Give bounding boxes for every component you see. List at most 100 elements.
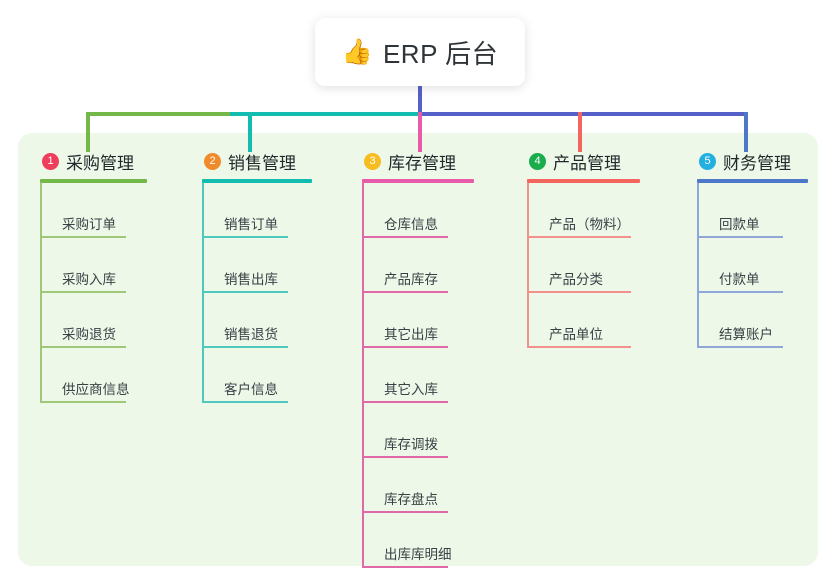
leaf-item-label: 产品库存 [384, 272, 438, 287]
leaf-item[interactable]: 库存调拨 [362, 403, 474, 458]
leaf-item[interactable]: 供应商信息 [40, 348, 147, 403]
leaf-item-underline [202, 346, 288, 348]
branch-column-2: 2 销售管理销售订单销售出库销售退货客户信息 [202, 148, 312, 403]
root-stem-connector [418, 86, 422, 114]
branch-column-1: 1 采购管理采购订单采购入库采购退货供应商信息 [40, 148, 147, 403]
leaf-item-underline [40, 291, 126, 293]
leaf-item-underline [40, 236, 126, 238]
leaf-item[interactable]: 其它出库 [362, 293, 474, 348]
branch-item-list: 产品（物料） 产品分类产品单位 [527, 183, 640, 348]
branch-title: 销售管理 [228, 153, 296, 173]
branch-drop-3 [418, 112, 422, 152]
branch-title: 产品管理 [553, 153, 621, 173]
leaf-item[interactable]: 产品库存 [362, 238, 474, 293]
bus-segment-mid [230, 112, 420, 116]
branch-item-list: 销售订单销售出库销售退货客户信息 [202, 183, 312, 403]
leaf-item-label: 采购入库 [62, 272, 116, 287]
leaf-item-label: 库存盘点 [384, 492, 438, 507]
leaf-item[interactable]: 采购入库 [40, 238, 147, 293]
leaf-item[interactable]: 采购订单 [40, 183, 147, 238]
leaf-item-underline [40, 346, 126, 348]
leaf-item-underline [697, 236, 783, 238]
leaf-item-label: 其它出库 [384, 327, 438, 342]
leaf-item-underline [362, 511, 448, 513]
leaf-item-label: 出库库明细 [384, 547, 452, 562]
leaf-item[interactable]: 回款单 [697, 183, 808, 238]
branch-number-badge: 1 [42, 152, 59, 170]
branch-title: 财务管理 [723, 153, 791, 173]
leaf-item-label: 产品分类 [549, 272, 603, 287]
leaf-item-underline [697, 346, 783, 348]
branch-spine [697, 183, 699, 348]
branch-underline [527, 179, 640, 183]
leaf-item-underline [40, 401, 126, 403]
branch-underline [697, 179, 808, 183]
leaf-item-label: 产品（物料） [549, 217, 630, 232]
branch-title: 采购管理 [66, 153, 134, 173]
leaf-item-label: 供应商信息 [62, 382, 130, 397]
branch-header-4[interactable]: 4 产品管理 [527, 148, 640, 174]
leaf-item-label: 仓库信息 [384, 217, 438, 232]
leaf-item-underline [527, 236, 631, 238]
leaf-item-underline [697, 291, 783, 293]
branch-column-4: 4 产品管理产品（物料） 产品分类产品单位 [527, 148, 640, 348]
leaf-item[interactable]: 销售订单 [202, 183, 312, 238]
branch-header-5[interactable]: 5 财务管理 [697, 148, 808, 174]
thumbs-up-icon: 👍 [341, 37, 373, 66]
leaf-item[interactable]: 产品单位 [527, 293, 640, 348]
branch-number-badge: 3 [364, 152, 381, 170]
leaf-item-underline [202, 236, 288, 238]
branch-drop-2 [248, 112, 252, 152]
branch-item-list: 回款单付款单结算账户 [697, 183, 808, 348]
leaf-item[interactable]: 库存盘点 [362, 458, 474, 513]
bus-segment-right [418, 112, 748, 116]
branch-number-badge: 4 [529, 152, 546, 170]
leaf-item[interactable]: 结算账户 [697, 293, 808, 348]
leaf-item-label: 其它入库 [384, 382, 438, 397]
branch-number-badge: 5 [699, 152, 716, 170]
leaf-item-label: 采购订单 [62, 217, 116, 232]
leaf-item-underline [202, 401, 288, 403]
leaf-item[interactable]: 出库库明细 [362, 513, 474, 568]
leaf-item[interactable]: 采购退货 [40, 293, 147, 348]
branch-spine [202, 183, 204, 403]
leaf-item-underline [362, 346, 448, 348]
leaf-item-underline [202, 291, 288, 293]
leaf-item[interactable]: 付款单 [697, 238, 808, 293]
leaf-item[interactable]: 仓库信息 [362, 183, 474, 238]
leaf-item-label: 销售退货 [224, 327, 278, 342]
leaf-item-label: 销售出库 [224, 272, 278, 287]
leaf-item-label: 结算账户 [719, 327, 773, 342]
leaf-item-underline [362, 236, 448, 238]
branch-drop-5 [744, 112, 748, 152]
leaf-item-label: 销售订单 [224, 217, 278, 232]
leaf-item-underline [527, 291, 631, 293]
leaf-item-underline [362, 566, 448, 568]
branch-header-2[interactable]: 2 销售管理 [202, 148, 312, 174]
branch-drop-4 [578, 112, 582, 152]
leaf-item[interactable]: 产品（物料） [527, 183, 640, 238]
branch-underline [202, 179, 312, 183]
branch-column-5: 5 财务管理回款单付款单结算账户 [697, 148, 808, 348]
leaf-item-label: 客户信息 [224, 382, 278, 397]
leaf-item[interactable]: 其它入库 [362, 348, 474, 403]
branch-header-1[interactable]: 1 采购管理 [40, 148, 147, 174]
leaf-item-underline [527, 346, 631, 348]
leaf-item[interactable]: 销售退货 [202, 293, 312, 348]
branch-number-badge: 2 [204, 152, 221, 170]
root-node-card[interactable]: 👍 ERP 后台 [315, 18, 525, 86]
leaf-item[interactable]: 客户信息 [202, 348, 312, 403]
branch-spine [527, 183, 529, 348]
leaf-item[interactable]: 销售出库 [202, 238, 312, 293]
branch-underline [40, 179, 147, 183]
branch-underline [362, 179, 474, 183]
leaf-item[interactable]: 产品分类 [527, 238, 640, 293]
leaf-item-label: 回款单 [719, 217, 760, 232]
root-node-title: ERP 后台 [382, 38, 499, 69]
leaf-item-underline [362, 456, 448, 458]
leaf-item-underline [362, 401, 448, 403]
branch-drop-1 [86, 112, 90, 152]
